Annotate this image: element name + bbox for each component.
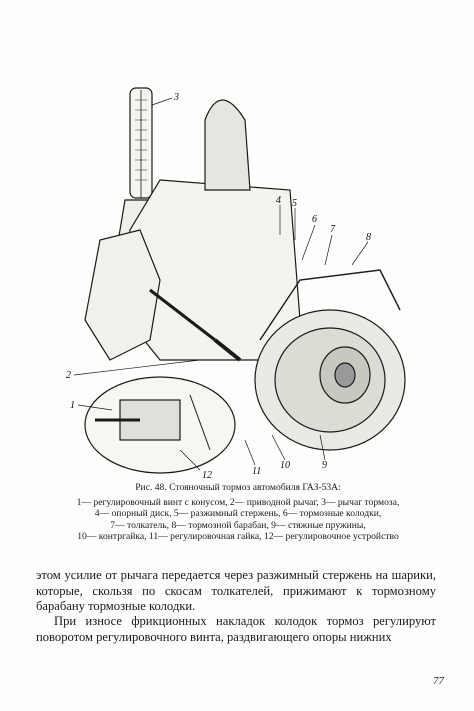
- callout-12: 12: [202, 470, 212, 481]
- caption-legend-line: 10— контргайка, 11— регулировочная гайка…: [77, 531, 399, 542]
- callout-1: 1: [70, 400, 75, 411]
- callout-4: 4: [276, 195, 281, 206]
- caption-legend-line: 7— толкатель, 8— тормозной барабан, 9— с…: [110, 519, 366, 531]
- callout-10: 10: [280, 460, 290, 471]
- callout-8: 8: [366, 232, 371, 243]
- body-paragraph: этом усилие от рычага передается через р…: [36, 568, 436, 613]
- caption-legend-line: 4— опорный диск, 5— разжимный стержень, …: [94, 508, 382, 519]
- parking-brake-illustration: 3 4 5 6 7 8 2 1 12 11 10 9: [66, 87, 406, 481]
- callout-5: 5: [292, 198, 297, 209]
- figure-caption: Рис. 48. Стояночный тормоз автомобиля ГА…: [28, 482, 448, 543]
- caption-title: Рис. 48. Стояночный тормоз автомобиля ГА…: [135, 482, 341, 493]
- callout-3: 3: [173, 92, 179, 103]
- body-paragraph: При износе фрикционных накладок колодок …: [36, 614, 436, 644]
- callout-7: 7: [330, 224, 336, 235]
- callout-6: 6: [312, 214, 317, 225]
- callout-11: 11: [252, 466, 261, 477]
- callout-2: 2: [66, 370, 71, 381]
- callout-9: 9: [322, 460, 327, 471]
- page-number: 77: [433, 675, 444, 687]
- caption-legend-line: 1— регулировочный винт с конусом, 2— при…: [76, 496, 400, 508]
